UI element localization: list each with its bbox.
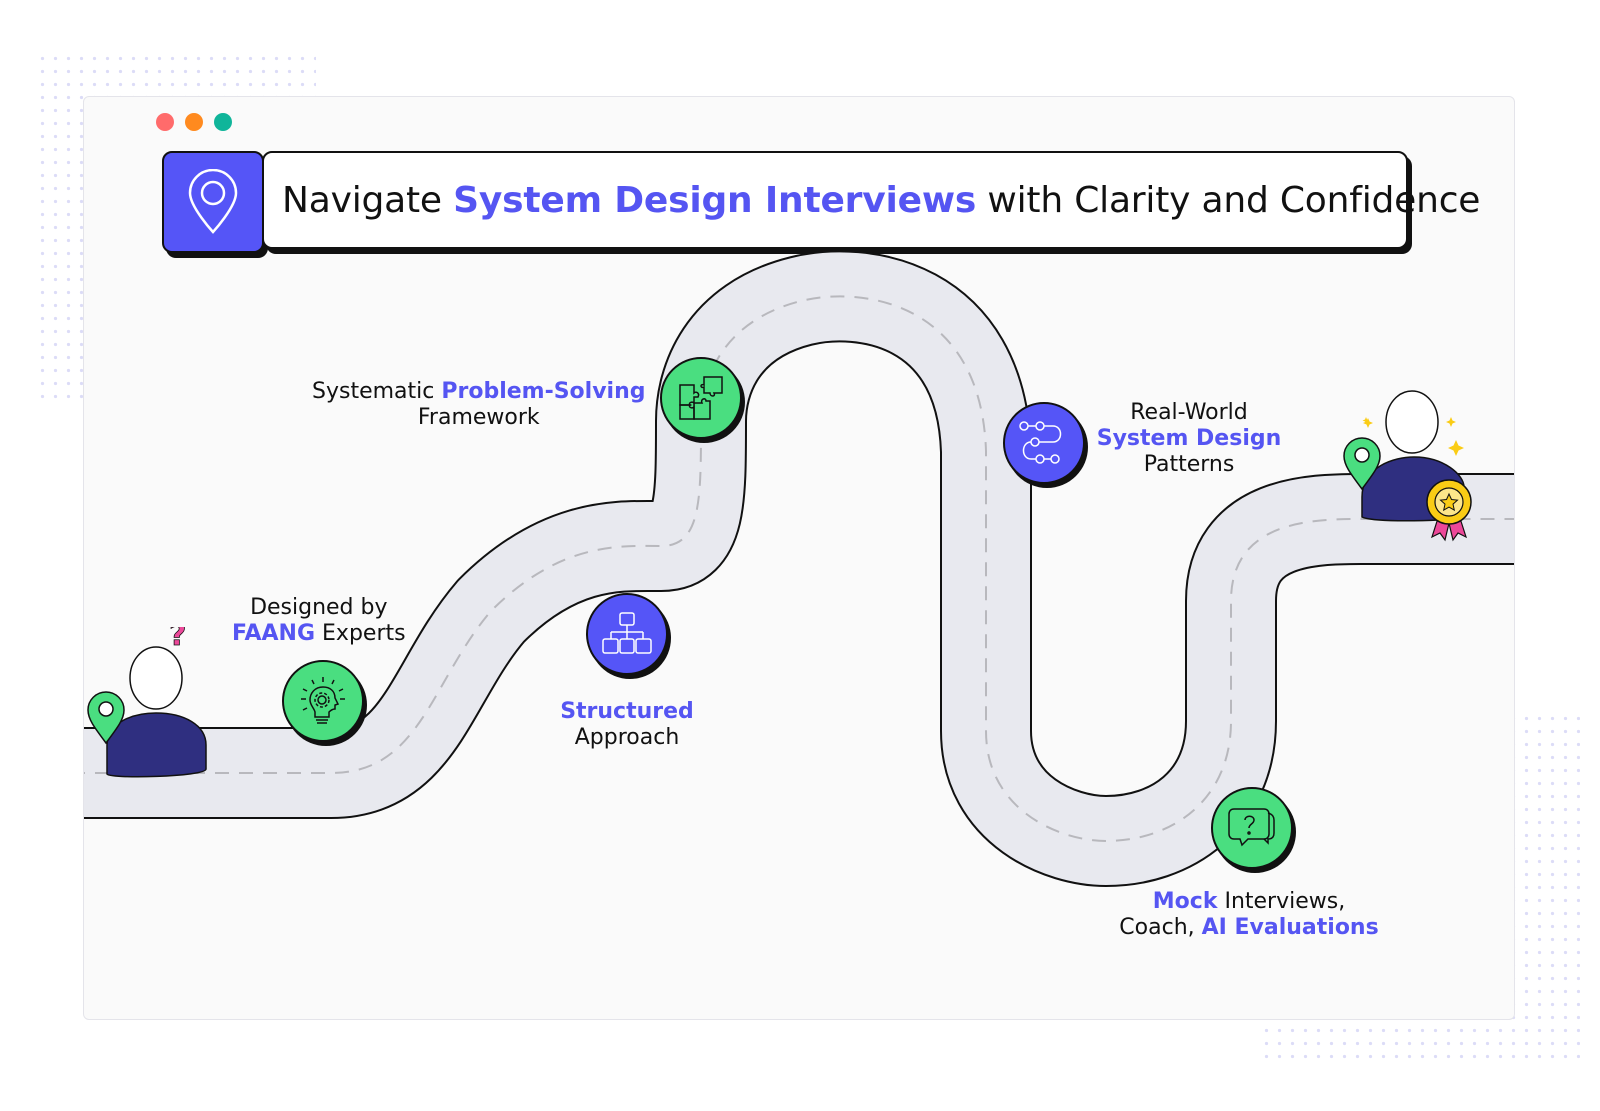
step-node-structured[interactable] bbox=[586, 593, 668, 675]
label-line: Mock Interviews, bbox=[1114, 889, 1384, 915]
label-text: Experts bbox=[315, 621, 406, 646]
label-text: Approach bbox=[574, 725, 680, 750]
step-label-structured: Structured Approach bbox=[552, 699, 702, 751]
label-text: Systematic bbox=[312, 379, 442, 404]
map-pin-icon-box bbox=[162, 151, 264, 253]
step-node-faang[interactable] bbox=[282, 660, 364, 742]
step-label-faang: Designed by FAANG Experts bbox=[232, 595, 406, 647]
road-center-line bbox=[84, 295, 1514, 843]
title-prefix: Navigate bbox=[282, 179, 454, 221]
label-text: Real-World bbox=[1130, 400, 1248, 425]
label-highlight: Mock bbox=[1152, 889, 1218, 914]
title-highlight: System Design Interviews bbox=[453, 179, 977, 221]
label-text: Interviews, bbox=[1217, 889, 1346, 914]
label-text: Coach, bbox=[1119, 915, 1202, 940]
start-person-figure: ? bbox=[87, 627, 207, 778]
location-pin-icon bbox=[87, 691, 125, 745]
label-text: Framework bbox=[417, 405, 540, 430]
end-person-figure bbox=[1343, 390, 1472, 542]
label-highlight: Structured bbox=[560, 699, 694, 724]
title-banner: Navigate System Design Interviews with C… bbox=[262, 151, 1480, 249]
puzzle-icon bbox=[679, 376, 723, 420]
label-text: Patterns bbox=[1143, 452, 1235, 477]
minimize-dot[interactable] bbox=[185, 113, 203, 131]
sparkle-icons bbox=[1362, 417, 1464, 456]
lightbulb-gear-icon bbox=[301, 677, 345, 724]
question-mark-icon: ? bbox=[169, 627, 186, 653]
label-line: FAANG Experts bbox=[232, 621, 406, 647]
map-pin-icon bbox=[188, 169, 238, 234]
label-highlight: FAANG bbox=[232, 621, 316, 646]
step-label-mock: Mock Interviews, Coach, AI Evaluations bbox=[1114, 889, 1384, 941]
label-highlight: System Design bbox=[1096, 426, 1282, 451]
page-title: Navigate System Design Interviews with C… bbox=[282, 180, 1480, 221]
title-suffix: with Clarity and Confidence bbox=[976, 179, 1481, 221]
step-label-patterns: Real-World System Design Patterns bbox=[1094, 400, 1284, 478]
label-highlight: AI Evaluations bbox=[1201, 915, 1379, 940]
hierarchy-icon bbox=[602, 612, 652, 654]
label-line: Designed by bbox=[250, 595, 388, 620]
step-node-patterns[interactable] bbox=[1003, 402, 1085, 484]
workflow-icon bbox=[1019, 421, 1062, 464]
location-pin-icon bbox=[1343, 437, 1381, 491]
step-label-problem-solving: Systematic Problem-Solving Framework bbox=[312, 379, 646, 431]
award-badge-icon bbox=[1426, 479, 1472, 542]
step-node-mock[interactable] bbox=[1211, 787, 1293, 869]
browser-window: Navigate System Design Interviews with C… bbox=[83, 96, 1515, 1020]
chat-question-icon bbox=[1228, 808, 1275, 847]
step-node-problem-solving[interactable] bbox=[660, 357, 742, 439]
close-dot[interactable] bbox=[156, 113, 174, 131]
label-line: Systematic Problem-Solving bbox=[312, 379, 646, 405]
window-controls bbox=[156, 113, 232, 131]
roadmap-road bbox=[84, 250, 1514, 887]
label-highlight: Problem-Solving bbox=[441, 379, 646, 404]
label-line: Coach, AI Evaluations bbox=[1114, 915, 1384, 941]
road-surface bbox=[84, 252, 1514, 885]
maximize-dot[interactable] bbox=[214, 113, 232, 131]
